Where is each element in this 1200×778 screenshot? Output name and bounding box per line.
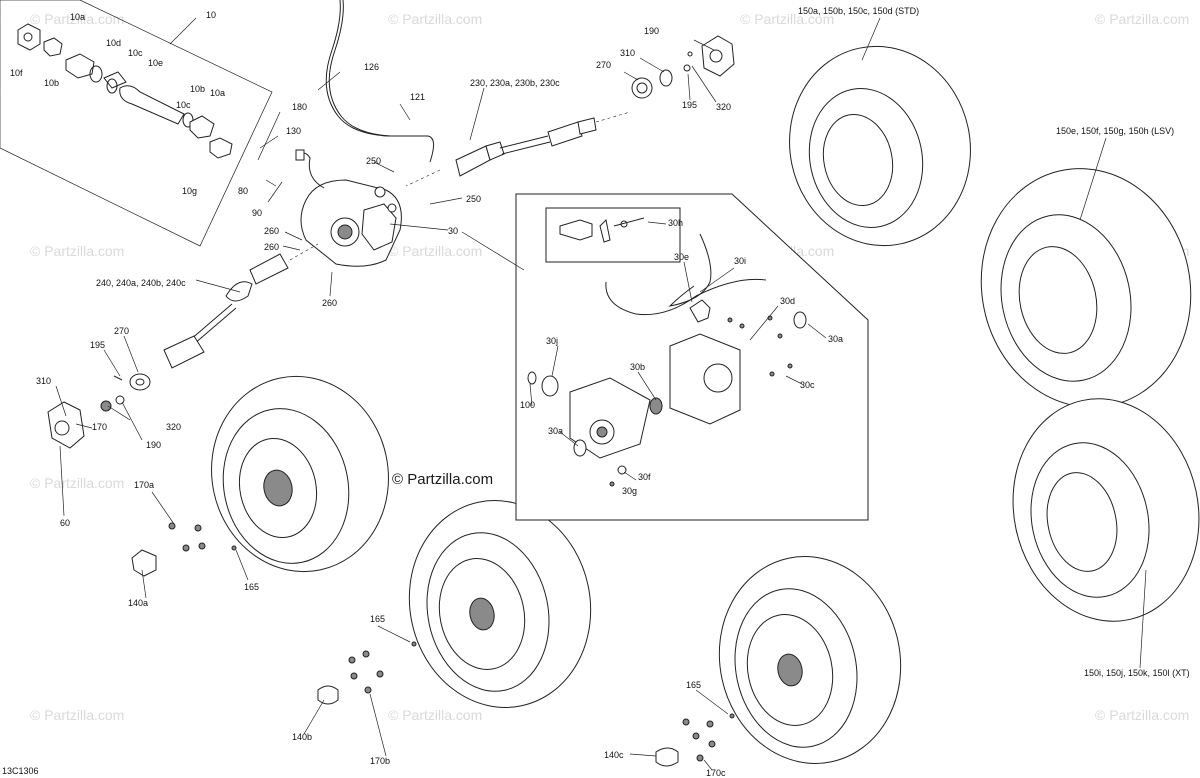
part-label: 30i bbox=[734, 256, 746, 266]
part-label: 310 bbox=[620, 48, 635, 58]
front-hub-top bbox=[631, 35, 735, 99]
part-label: 60 bbox=[60, 518, 70, 528]
watermark: © Partzilla.com bbox=[30, 243, 124, 259]
tire-rear-right bbox=[718, 556, 902, 764]
part-label: 10a bbox=[210, 88, 225, 98]
part-label: 121 bbox=[410, 92, 425, 102]
watermark: © Partzilla.com bbox=[30, 11, 124, 27]
watermark: © Partzilla.com bbox=[1095, 707, 1189, 723]
part-labels: 10 10a 10a 10b 10b 10c 10c 10d 10e 10f 1… bbox=[10, 6, 1190, 778]
part-label: 30b bbox=[630, 362, 645, 372]
part-label: 10e bbox=[148, 58, 163, 68]
part-label: 130 bbox=[286, 126, 301, 136]
hub-cap-140b bbox=[317, 685, 339, 705]
part-label: 30f bbox=[638, 472, 651, 482]
part-label: 270 bbox=[596, 60, 611, 70]
part-label: 150e, 150f, 150g, 150h (LSV) bbox=[1056, 126, 1174, 136]
part-label: 30a bbox=[828, 334, 843, 344]
part-label: 30a bbox=[548, 426, 563, 436]
part-label: 30 bbox=[448, 226, 458, 236]
part-label: 310 bbox=[36, 376, 51, 386]
part-label: 30e bbox=[674, 252, 689, 262]
part-label: 126 bbox=[364, 62, 379, 72]
front-axle-230 bbox=[405, 111, 631, 187]
part-label: 10b bbox=[190, 84, 205, 94]
part-label: 195 bbox=[682, 100, 697, 110]
watermark: © Partzilla.com bbox=[1095, 11, 1189, 27]
part-label: 140b bbox=[292, 732, 312, 742]
part-label: 195 bbox=[90, 340, 105, 350]
part-label: 30d bbox=[780, 296, 795, 306]
hub-cap-140a bbox=[131, 549, 157, 577]
part-label: 260 bbox=[264, 242, 279, 252]
lug-nuts bbox=[131, 522, 735, 767]
center-watermark: © Partzilla.com bbox=[392, 471, 493, 488]
watermark: © Partzilla.com bbox=[30, 707, 124, 723]
part-label: 30g bbox=[622, 486, 637, 496]
part-label: 320 bbox=[166, 422, 181, 432]
hub-cap-140c bbox=[655, 747, 679, 767]
front-differential bbox=[295, 149, 402, 267]
tire-xt bbox=[1012, 398, 1200, 622]
part-label: 170 bbox=[92, 422, 107, 432]
watermark: © Partzilla.com bbox=[388, 243, 482, 259]
part-label: 170c bbox=[706, 768, 726, 778]
part-label: 190 bbox=[146, 440, 161, 450]
part-label: 100 bbox=[520, 400, 535, 410]
driveshaft-assembly bbox=[17, 23, 233, 159]
part-label: 260 bbox=[322, 298, 337, 308]
part-label: 150i, 150j, 150k, 150l (XT) bbox=[1084, 668, 1190, 678]
part-label: 165 bbox=[370, 614, 385, 624]
watermark: © Partzilla.com bbox=[740, 11, 834, 27]
cable-126 bbox=[325, 0, 434, 163]
part-label: 80 bbox=[238, 186, 248, 196]
part-label: 250 bbox=[366, 156, 381, 166]
part-label: 170b bbox=[370, 756, 390, 766]
part-label: 30h bbox=[668, 218, 683, 228]
part-label: 140a bbox=[128, 598, 148, 608]
differential-detail-inset bbox=[515, 193, 869, 521]
part-label: 250 bbox=[466, 194, 481, 204]
tire-front-left bbox=[211, 375, 389, 573]
part-label: 150a, 150b, 150c, 150d (STD) bbox=[798, 6, 919, 16]
watermark: © Partzilla.com bbox=[388, 707, 482, 723]
part-label: 270 bbox=[114, 326, 129, 336]
part-label: 10c bbox=[176, 100, 191, 110]
part-label: 170a bbox=[134, 480, 154, 490]
driveshaft-detail-box bbox=[0, 0, 273, 247]
part-label: 10 bbox=[206, 10, 216, 20]
part-label: 10d bbox=[106, 38, 121, 48]
tire-rear-left bbox=[408, 500, 592, 708]
watermark: © Partzilla.com bbox=[388, 11, 482, 27]
part-label: 10c bbox=[128, 48, 143, 58]
part-label: 320 bbox=[716, 102, 731, 112]
part-label: 180 bbox=[292, 102, 307, 112]
part-label: 260 bbox=[264, 226, 279, 236]
part-label: 230, 230a, 230b, 230c bbox=[470, 78, 560, 88]
drawing-code: 13C1306 bbox=[2, 766, 39, 776]
part-label: 10a bbox=[70, 12, 85, 22]
part-label: 140c bbox=[604, 750, 624, 760]
part-label: 30j bbox=[546, 336, 558, 346]
part-label: 90 bbox=[252, 208, 262, 218]
part-label: 10b bbox=[44, 78, 59, 88]
watermark: © Partzilla.com bbox=[30, 475, 124, 491]
part-label: 30c bbox=[800, 380, 815, 390]
part-label: 240, 240a, 240b, 240c bbox=[96, 278, 186, 288]
part-label: 165 bbox=[244, 582, 259, 592]
tire-lsv bbox=[980, 168, 1192, 408]
part-label: 10f bbox=[10, 68, 23, 78]
part-label: 10g bbox=[182, 186, 197, 196]
left-hub bbox=[47, 373, 151, 449]
tire-std bbox=[789, 45, 971, 247]
rear-axle-240 bbox=[163, 243, 319, 369]
part-label: 190 bbox=[644, 26, 659, 36]
leader-lines bbox=[55, 17, 1147, 771]
part-label: 165 bbox=[686, 680, 701, 690]
